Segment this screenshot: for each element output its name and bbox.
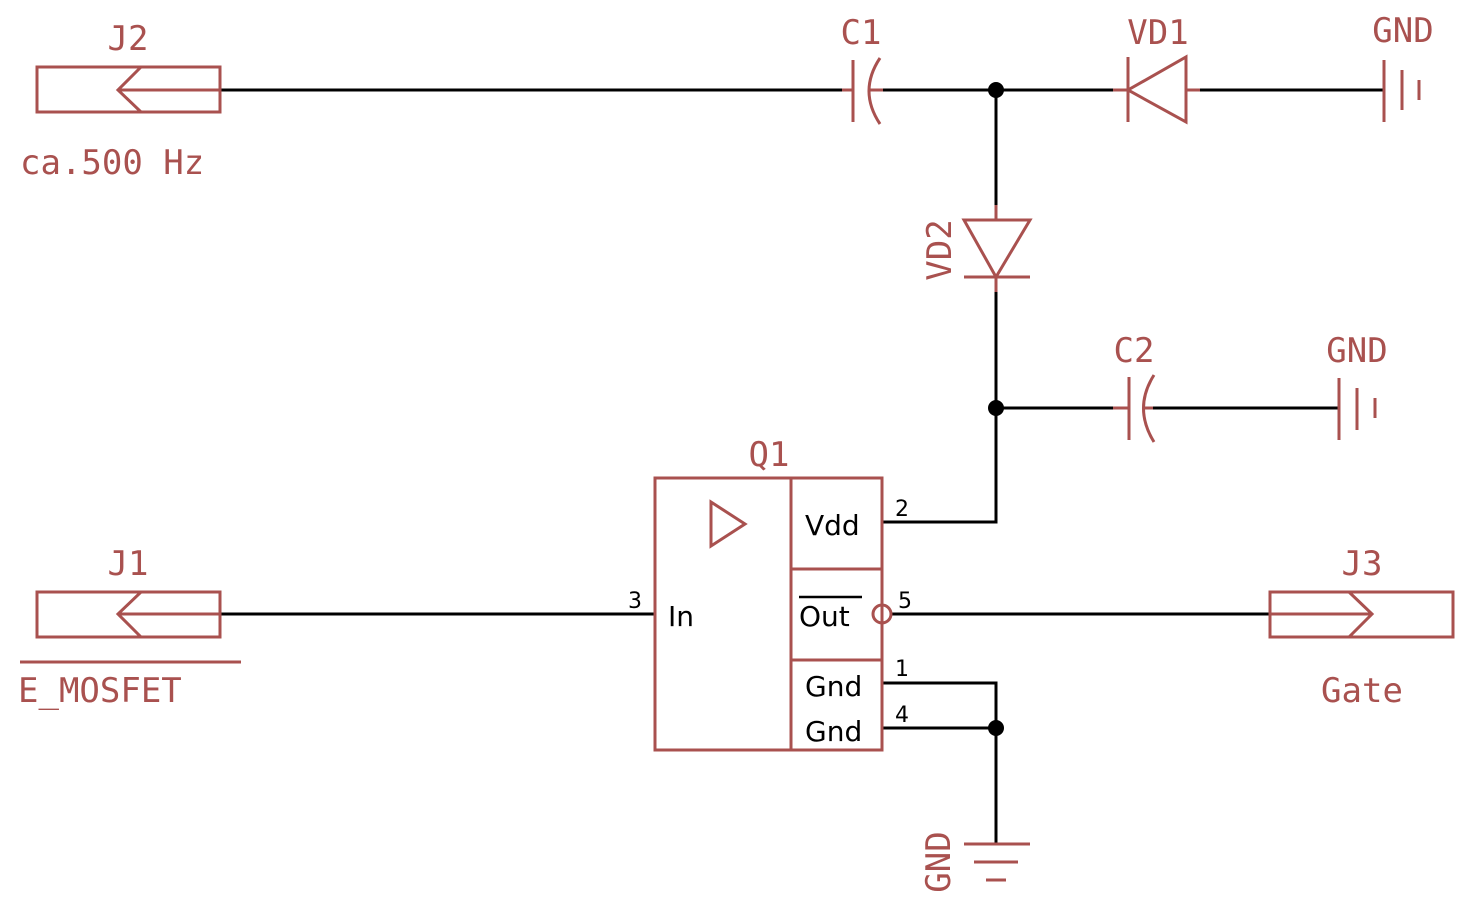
pin-number-1: 1 <box>895 657 909 682</box>
inversion-bubble <box>871 603 893 625</box>
driver-body <box>653 476 884 752</box>
driver-q1[interactable] <box>653 476 893 752</box>
diode-triangle <box>1124 54 1188 125</box>
connector-arrow-icon <box>115 65 220 114</box>
q1-pin-numbers: 3 2 5 1 4 <box>628 497 912 728</box>
ground-label-vd1: GND <box>1372 11 1433 51</box>
pin-number-3: 3 <box>628 589 642 614</box>
j2-value-label: ca.500 Hz <box>20 143 204 183</box>
wire-gnd-pins <box>880 681 998 844</box>
pin-label-vdd: Vdd <box>805 509 860 542</box>
j1-value-label: E_MOSFET <box>18 671 182 711</box>
q1-pin-labels: In Vdd Out Gnd Gnd <box>668 509 862 748</box>
junction-dot <box>988 400 1004 416</box>
capacitor-curved-plate <box>867 57 882 125</box>
pin-label-in: In <box>668 600 694 633</box>
connector-arrow-icon <box>1270 590 1375 639</box>
vd1-name-label: VD1 <box>1127 13 1188 53</box>
wires <box>218 88 1384 844</box>
ground-label-q1: GND <box>919 831 959 892</box>
ground-icon <box>964 842 1030 882</box>
c1-name-label: C1 <box>841 13 882 53</box>
capacitor-c2[interactable] <box>1113 374 1156 443</box>
connector-arrow-icon <box>115 590 220 639</box>
j3-name-label: J3 <box>1342 544 1383 584</box>
junction-dot <box>988 720 1004 736</box>
diode-vd2[interactable] <box>961 205 1033 292</box>
buffer-triangle-icon <box>709 499 748 549</box>
pin-label-out: Out <box>799 600 850 633</box>
ground-icon <box>1337 378 1377 440</box>
pin-label-gnd-1: Gnd <box>805 670 862 703</box>
j1-name-label: J1 <box>108 544 149 584</box>
pin-label-gnd-4: Gnd <box>805 715 862 748</box>
vd2-name-label: VD2 <box>920 219 960 280</box>
j3-value-label: Gate <box>1321 671 1403 711</box>
c2-name-label: C2 <box>1114 331 1155 371</box>
ground-label-c2: GND <box>1326 331 1387 371</box>
q1-name-label: Q1 <box>749 435 790 475</box>
capacitor-curved-plate <box>1142 374 1156 443</box>
connector-j1[interactable] <box>35 590 222 639</box>
wire-vd2-vdd <box>880 290 998 524</box>
diode-vd1[interactable] <box>1113 54 1200 125</box>
pin-number-5: 5 <box>898 589 912 614</box>
diode-triangle <box>961 218 1033 280</box>
connector-j3[interactable] <box>1268 590 1455 639</box>
junctions <box>988 82 1004 736</box>
junction-dot <box>988 82 1004 98</box>
connector-j2[interactable] <box>35 65 222 114</box>
pin-number-2: 2 <box>895 497 909 522</box>
ground-icon <box>1382 60 1421 122</box>
pin-number-4: 4 <box>895 703 909 728</box>
capacitor-c1[interactable] <box>842 57 883 125</box>
j2-name-label: J2 <box>108 19 149 59</box>
